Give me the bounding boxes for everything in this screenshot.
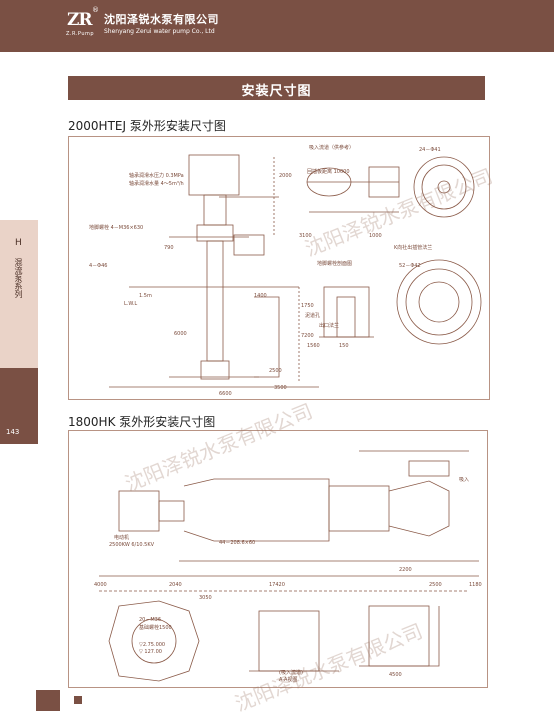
drawing1-label: 2000 bbox=[279, 173, 292, 179]
drawing2-label: 2200 bbox=[399, 567, 412, 573]
drawing1-label: 回插板距离 10000 bbox=[307, 168, 350, 175]
drawing1-label: 1750 bbox=[301, 303, 314, 309]
drawing1-label: 1000 bbox=[369, 233, 382, 239]
sidebar-label: 混流泵系列 bbox=[14, 258, 23, 298]
drawing1-label: L.W.L bbox=[124, 301, 137, 307]
drawing1-label: 地脚螺栓 4－M36×630 bbox=[89, 224, 143, 231]
drawing-caption-1800hk: 1800HK 泵外形安装尺寸图 bbox=[68, 415, 216, 429]
drawing2-label: 4000 bbox=[94, 582, 107, 588]
drawing1-label: 泥道孔 bbox=[305, 312, 320, 319]
company-name-cn: 沈阳泽锐水泵有限公司 bbox=[104, 13, 219, 26]
drawing2-label: 2500KW 6/10.5KV bbox=[109, 542, 155, 548]
drawing1-label: 24－Φ41 bbox=[419, 147, 441, 153]
drawing2-label: 吸入 bbox=[459, 477, 469, 483]
drawing2-label: 4500 bbox=[389, 672, 402, 678]
drawing1-label: 地脚螺栓剖面图 bbox=[317, 260, 352, 267]
section-title-bar: 安装尺寸图 bbox=[68, 76, 485, 100]
footer-marker bbox=[74, 696, 82, 704]
page-number: 143 bbox=[6, 428, 20, 436]
drawing1-label: 1560 bbox=[307, 343, 320, 349]
drawing2-label: ▽ 127.00 bbox=[139, 649, 162, 655]
drawing2-label: 20－M36 bbox=[139, 617, 161, 623]
drawing2-label: 2500 bbox=[429, 582, 442, 588]
sidebar-tab bbox=[0, 220, 38, 368]
sidebar-tab-dark bbox=[0, 368, 38, 444]
drawing1-label: 轴承润滑水量 4～5m³/h bbox=[129, 180, 184, 187]
sidebar-mark: H bbox=[15, 238, 22, 248]
drawing1-label: 6000 bbox=[174, 331, 187, 337]
drawing2-label: 基础螺栓1500 bbox=[139, 624, 172, 631]
company-name-en: Shenyang Zerui water pump Co., Ltd bbox=[104, 28, 215, 35]
logo-subtitle: Z.R.Pump bbox=[66, 31, 95, 37]
drawing1-label: 52－Φ42 bbox=[399, 263, 421, 269]
drawing2-label: (吸入流道) bbox=[279, 669, 303, 676]
drawing1-label: 1400 bbox=[254, 293, 267, 299]
footer-block bbox=[36, 690, 60, 711]
drawing2-label: ▽2.75.000 bbox=[139, 642, 165, 648]
drawing1-label: K向社出插管法兰 bbox=[394, 244, 432, 251]
drawing2-label: A-A视图 bbox=[279, 676, 297, 683]
registered-mark: ® bbox=[92, 6, 99, 14]
drawing1-label: 1.5m bbox=[139, 293, 152, 299]
page-header: ZR ® Z.R.Pump 沈阳泽锐水泵有限公司 Shenyang Zerui … bbox=[0, 0, 554, 52]
drawing1-label: 790 bbox=[164, 245, 174, 251]
drawing2-label: 17420 bbox=[269, 582, 285, 588]
drawing1-label: 3500 bbox=[274, 385, 287, 391]
drawing1-label: 7200 bbox=[301, 333, 314, 339]
drawing1-label: 吸入流道（供参考） bbox=[309, 144, 354, 151]
section-title: 安装尺寸图 bbox=[241, 84, 312, 99]
drawing2-label: 电动机 bbox=[114, 534, 129, 541]
drawing-caption-2000htej: 2000HTEJ 泵外形安装尺寸图 bbox=[68, 119, 226, 133]
drawing2-label: 44－208.6×60 bbox=[219, 540, 255, 546]
drawing2-label: 3050 bbox=[199, 595, 212, 601]
drawing1-label: 轴承润滑水压力 0.3MPa bbox=[129, 172, 184, 179]
drawing2-label: 2040 bbox=[169, 582, 182, 588]
logo-mark: ZR bbox=[67, 10, 93, 30]
drawing1-label: 6600 bbox=[219, 391, 232, 397]
drawing1-label: 150 bbox=[339, 343, 349, 349]
drawing2-label: 1180 bbox=[469, 582, 482, 588]
drawing1-label: 4－Φ46 bbox=[89, 263, 107, 269]
drawing1-label: 3100 bbox=[299, 233, 312, 239]
drawing1-label: 2500 bbox=[269, 368, 282, 374]
drawing1-label: 出口法兰 bbox=[319, 322, 339, 329]
